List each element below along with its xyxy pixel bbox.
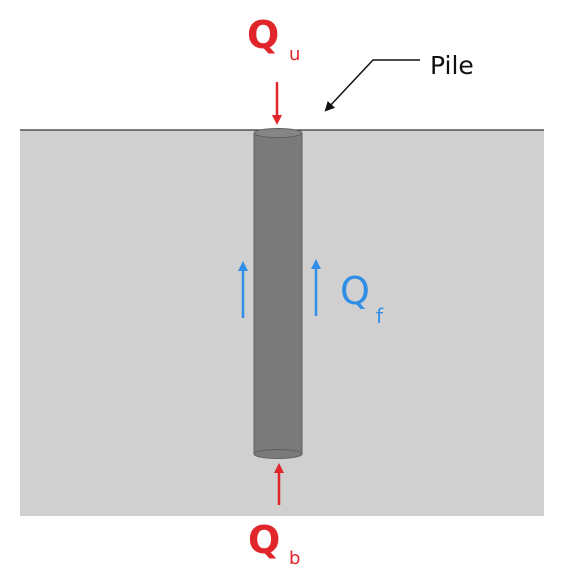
qu-label-main: Q [247, 13, 279, 57]
qb-label: Q b [248, 518, 300, 569]
pile-top-cap [253, 128, 303, 138]
pile [253, 128, 303, 459]
qu-label: Q u [247, 13, 300, 65]
pile-shaft [254, 133, 302, 454]
qf-label-main: Q [340, 269, 370, 313]
pile-leader-line [324, 59, 420, 112]
qb-label-main: Q [248, 518, 280, 562]
pile-bottom-cap [253, 449, 303, 459]
qu-label-sub: u [289, 44, 300, 65]
qb-label-sub: b [289, 548, 300, 569]
qf-label: Q f [340, 269, 384, 328]
pile-label: Pile [430, 51, 474, 80]
qf-label-sub: f [376, 304, 384, 328]
